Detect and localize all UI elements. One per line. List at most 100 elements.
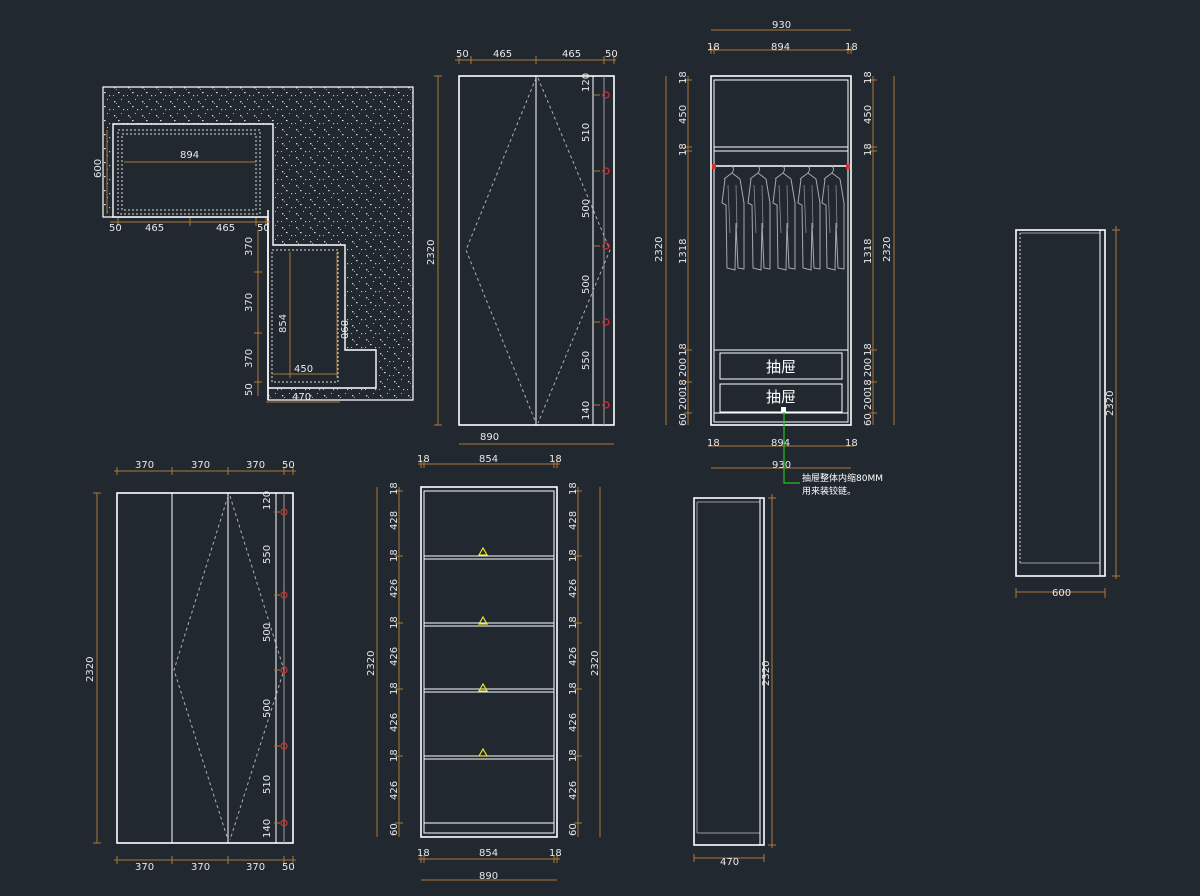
elev-c-hinge-dim-2: 550: [262, 545, 273, 564]
elev-c-top-dim-1: 370: [135, 460, 154, 471]
elev-a-top-dim-4: 50: [605, 49, 618, 60]
elev-d-left-dim-8: 426: [389, 713, 400, 732]
elev-c-hinge-dim-6: 140: [262, 819, 273, 838]
elev-b-right-dim-8: 200: [863, 391, 874, 410]
elev-a-top-dim-2: 465: [493, 49, 512, 60]
elev-d-left-dim-2: 428: [389, 511, 400, 530]
elev-b-right-dim-3: 18: [863, 143, 874, 156]
plan-right-dim-3: 370: [244, 349, 255, 368]
elev-b-left-dim-5: 18: [678, 343, 689, 356]
elevation-c: 370 370 370 50 2320 120 550 500 500 510 …: [85, 460, 296, 873]
elev-d-right-dim-10: 426: [568, 781, 579, 800]
elev-b-top-inner: 894: [771, 42, 790, 53]
elev-c-door-swing-left: [173, 495, 229, 841]
elev-a-hinge-dim-6: 140: [581, 401, 592, 420]
elev-b-frame: [710, 75, 852, 426]
elev-d-right-dim-11: 60: [568, 823, 579, 836]
side-e-frame: [693, 497, 765, 846]
elev-d-left-dim-9: 18: [389, 749, 400, 762]
elev-a-height: 2320: [426, 240, 437, 265]
elev-a-hinge-dim-1: 120: [581, 73, 592, 92]
elev-a-bottom-width: 890: [480, 432, 499, 443]
elev-b-note-line-1: 抽屉整体内缩80MM: [802, 472, 883, 484]
elev-d-right-dim-8: 426: [568, 713, 579, 732]
elev-b-clothes: [721, 165, 845, 271]
elev-b-right-dim-9: 60: [863, 413, 874, 426]
elev-c-hinge-dim-3: 500: [262, 623, 273, 642]
elev-d-top-side-l: 18: [417, 454, 430, 465]
elev-d-top-side-r: 18: [549, 454, 562, 465]
plan-bottom-inner: 450: [294, 364, 313, 375]
elev-d-bottom-side-l: 18: [417, 848, 430, 859]
elev-b-right-dim-4: 1318: [863, 239, 874, 264]
side-f-frame: [1015, 229, 1106, 577]
elev-b-left-dim-1: 18: [678, 71, 689, 84]
elev-c-top-dim-2: 370: [191, 460, 210, 471]
plan-bottom-dim-3: 465: [216, 223, 235, 234]
elev-d-left-dim-10: 426: [389, 781, 400, 800]
plan-bottom-outer: 470: [292, 392, 311, 403]
elev-d-right-dim-3: 18: [568, 549, 579, 562]
elev-d-left-dim-11: 60: [389, 823, 400, 836]
elev-b-left-dim-6: 200: [678, 358, 689, 377]
elev-d-left-dim-1: 18: [389, 482, 400, 495]
elev-d-right-dim-5: 18: [568, 616, 579, 629]
plan-bottom-dim-4: 50: [257, 223, 270, 234]
elev-b-bottom-side-l: 18: [707, 438, 720, 449]
elev-d-shelf-pins: [477, 546, 489, 757]
plan-right-dim-4: 50: [244, 383, 255, 396]
plan-inner-height: 854: [278, 314, 289, 333]
elev-d-left-dim-7: 18: [389, 682, 400, 695]
elev-a-hinges: [602, 91, 610, 409]
elev-d-left-dim-4: 426: [389, 579, 400, 598]
elev-d-right-dim-6: 426: [568, 647, 579, 666]
elev-b-right-dim-5: 18: [863, 343, 874, 356]
elev-a-hinge-dim-5: 550: [581, 351, 592, 370]
elev-b-left-dim-3: 18: [678, 143, 689, 156]
elev-c-top-dim-3: 370: [246, 460, 265, 471]
elev-d-left-dim-5: 18: [389, 616, 400, 629]
elev-b-height-right: 2320: [882, 237, 893, 262]
elev-a-hinge-dim-3: 500: [581, 199, 592, 218]
elev-d-bottom-inner: 854: [479, 848, 498, 859]
elev-d-bottom-overall: 890: [479, 871, 498, 882]
plan-cabinet-outline: [112, 123, 377, 389]
elev-c-bottom-dim-1: 370: [135, 862, 154, 873]
plan-lower-cabinet: [271, 249, 339, 383]
elev-a-top-dim-3: 465: [562, 49, 581, 60]
elev-d-height-left: 2320: [366, 651, 377, 676]
elev-b-height-left: 2320: [654, 237, 665, 262]
elev-d-top-inner: 854: [479, 454, 498, 465]
elev-a-door-swing-right: [537, 77, 611, 424]
elev-b-overall-width: 930: [772, 20, 791, 31]
plan-upper-cabinet: [117, 129, 261, 215]
side-f-height: 2320: [1105, 391, 1116, 416]
plan-depth-label: 600: [93, 159, 104, 178]
elev-c-bottom-dim-2: 370: [191, 862, 210, 873]
elev-c-top-dim-4: 50: [282, 460, 295, 471]
side-f-width: 600: [1052, 588, 1071, 599]
side-view-f: 2320 600: [1015, 226, 1120, 599]
elev-b-left-dim-2: 450: [678, 105, 689, 124]
elev-c-bottom-dim-3: 370: [246, 862, 265, 873]
elev-b-bottom-overall: 930: [772, 460, 791, 471]
elev-c-bottom-dim-4: 50: [282, 862, 295, 873]
side-e-width: 470: [720, 857, 739, 868]
elev-d-right-dim-1: 18: [568, 482, 579, 495]
elev-b-left-dim-4: 1318: [678, 239, 689, 264]
elev-c-frame: [116, 492, 294, 844]
elev-b-drawer-1[interactable]: [719, 352, 843, 380]
elevation-b: 抽屉 抽屉 930 18 894 18 18 450 18 1318 18 20…: [654, 20, 895, 497]
elev-b-right-dim-6: 200: [863, 358, 874, 377]
elev-a-hinge-dim-2: 510: [581, 123, 592, 142]
elevation-a: 50 465 465 50 2320 120 510 500 500 550 1…: [426, 49, 618, 445]
elev-b-drawer-2-label: 抽屉: [766, 388, 796, 406]
elev-d-right-dim-7: 18: [568, 682, 579, 695]
elev-c-door-swing-right: [229, 495, 285, 841]
elev-b-bottom-inner: 894: [771, 438, 790, 449]
elev-d-shelves: [424, 555, 554, 824]
elev-a-door-swing-left: [465, 77, 537, 424]
plan-width-label: 894: [180, 150, 199, 161]
elev-b-top-side-r: 18: [845, 42, 858, 53]
